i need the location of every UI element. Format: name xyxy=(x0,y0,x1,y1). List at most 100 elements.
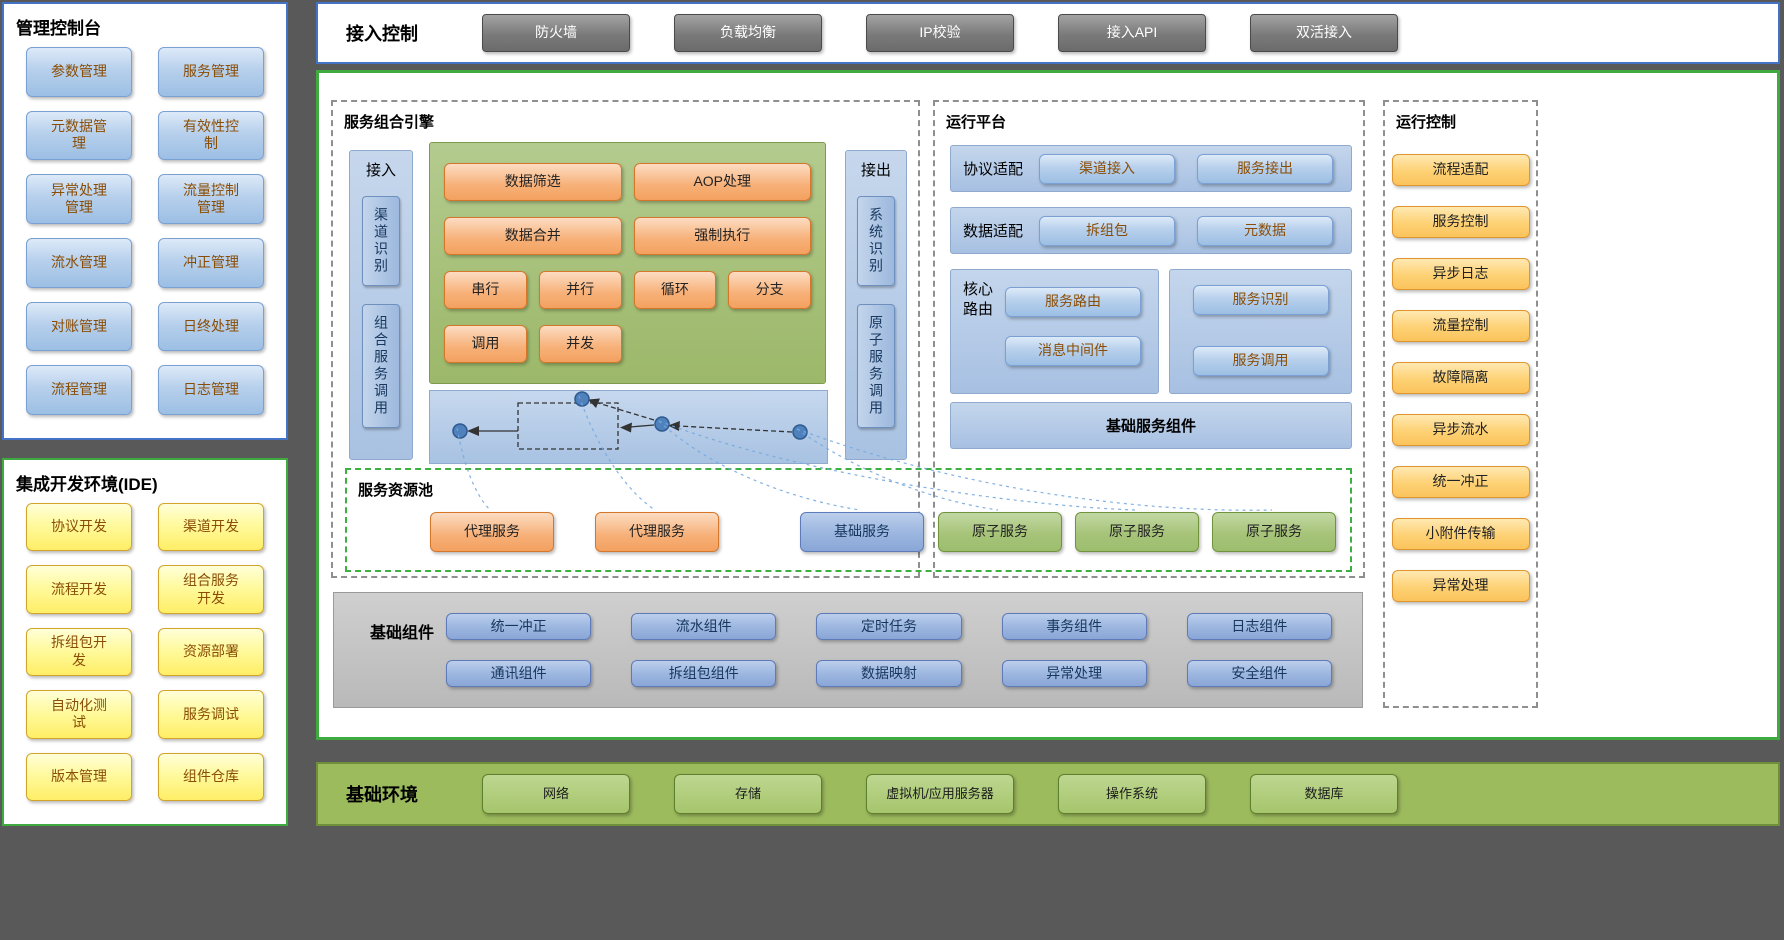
pool-chip: 原子服务 xyxy=(1075,512,1199,552)
access-chip: 负载均衡 xyxy=(674,14,822,52)
operation-chip: 并行 xyxy=(538,271,622,309)
engine-inbound-items: 渠道识别组合服务调用 xyxy=(362,196,400,428)
ide-chip: 拆组包开发 xyxy=(26,627,132,677)
management-console-title: 管理控制台 xyxy=(16,19,101,38)
engine-outbound-bar: 接出 系统识别原子服务调用 xyxy=(845,150,907,460)
ide-chip: 组合服务开发 xyxy=(158,565,264,614)
access-chip: 双活接入 xyxy=(1250,14,1398,52)
console-chip: 异常处理管理 xyxy=(26,174,132,224)
runtime-control-title: 运行控制 xyxy=(1396,114,1457,131)
arrow-left-icon xyxy=(467,426,479,436)
runtime-chip: 异步流水 xyxy=(1391,414,1530,446)
ide-title: 集成开发环境(IDE) xyxy=(16,475,158,494)
ide-chip: 资源部署 xyxy=(158,627,264,677)
basic-components-title: 基础组件 xyxy=(370,625,435,642)
management-console-panel: 管理控制台 参数管理元数据管理异常处理管理流水管理对账管理流程管理服务管理有效性… xyxy=(2,2,288,440)
arrow-left-icon xyxy=(620,422,632,433)
core-routing-box: 核心路由 服务路由消息中间件 xyxy=(950,269,1159,394)
inbound-chip: 组合服务调用 xyxy=(362,304,400,428)
component-chip: 安全组件 xyxy=(1186,660,1332,687)
protocol-adapter-row: 协议适配 渠道接入服务接出 xyxy=(950,145,1352,192)
arrow-left-icon xyxy=(668,421,680,431)
core-chip: 服务路由 xyxy=(1005,287,1141,317)
flow-node-icon xyxy=(654,416,670,432)
component-chip: 定时任务 xyxy=(816,613,962,640)
basic-components-panel: 基础组件 统一冲正流水组件定时任务事务组件日志组件通讯组件拆组包组件数据映射异常… xyxy=(333,592,1363,708)
environment-chip: 操作系统 xyxy=(1058,774,1206,814)
component-chip: 日志组件 xyxy=(1186,613,1332,640)
data-adapter-row: 数据适配 拆组包元数据 xyxy=(950,207,1352,254)
protocol-adapter-items: 渠道接入服务接出 xyxy=(1039,153,1333,184)
console-chip: 流程管理 xyxy=(26,365,132,415)
outbound-chip: 系统识别 xyxy=(857,196,895,286)
operation-chip: 调用 xyxy=(444,325,527,363)
console-chip: 有效性控制 xyxy=(158,110,264,161)
service-resource-pool-title: 服务资源池 xyxy=(358,482,434,499)
pool-chip: 原子服务 xyxy=(1212,512,1336,552)
pool-chip: 基础服务 xyxy=(800,512,924,552)
environment-chip: 网络 xyxy=(482,774,630,814)
runtime-chip: 小附件传输 xyxy=(1391,518,1530,550)
runtime-chip: 服务控制 xyxy=(1391,206,1530,238)
access-chip: IP校验 xyxy=(866,14,1014,52)
side-chip: 服务调用 xyxy=(1192,346,1329,376)
console-chip: 服务管理 xyxy=(158,47,264,97)
console-chip: 流量控制管理 xyxy=(158,174,264,224)
console-chip: 日志管理 xyxy=(158,365,264,415)
console-chip: 对账管理 xyxy=(26,301,132,352)
runtime-control-items: 流程适配服务控制异步日志流量控制故障隔离异步流水统一冲正小附件传输异常处理 xyxy=(1385,154,1536,602)
component-chip: 拆组包组件 xyxy=(631,660,777,687)
ide-chip: 自动化测试 xyxy=(26,690,132,739)
outbound-chip: 原子服务调用 xyxy=(857,304,895,428)
pool-chip: 原子服务 xyxy=(938,512,1062,552)
operation-chip: 循环 xyxy=(633,271,717,309)
operation-chip: 串行 xyxy=(444,271,527,309)
engine-outbound-items: 系统识别原子服务调用 xyxy=(857,196,895,428)
platform-chip: 元数据 xyxy=(1197,215,1333,246)
flow-node-icon xyxy=(792,424,808,440)
access-chip: 接入API xyxy=(1058,14,1206,52)
platform-chip: 渠道接入 xyxy=(1039,153,1175,184)
data-adapter-label: 数据适配 xyxy=(963,223,1024,240)
component-chip: 事务组件 xyxy=(1001,613,1147,640)
component-chip: 数据映射 xyxy=(816,660,962,687)
basic-environment-items: 网络存储虚拟机/应用服务器操作系统数据库 xyxy=(482,774,1398,814)
engine-inbound-bar: 接入 渠道识别组合服务调用 xyxy=(349,150,413,460)
operation-chip: AOP处理 xyxy=(633,163,811,201)
console-chip: 流水管理 xyxy=(26,238,132,288)
ide-chip: 组件仓库 xyxy=(158,752,264,801)
ide-chip: 渠道开发 xyxy=(158,503,264,552)
side-chip: 服务识别 xyxy=(1192,285,1329,315)
access-control-title: 接入控制 xyxy=(346,24,418,44)
operation-chip: 分支 xyxy=(728,271,811,309)
flow-node-icon xyxy=(452,423,468,439)
data-adapter-items: 拆组包元数据 xyxy=(1039,215,1333,246)
management-console-items: 参数管理元数据管理异常处理管理流水管理对账管理流程管理服务管理有效性控制流量控制… xyxy=(4,43,286,431)
service-resource-pool-panel: 服务资源池 代理服务代理服务基础服务原子服务原子服务原子服务 xyxy=(345,468,1352,572)
engine-flow-canvas xyxy=(429,390,828,464)
engine-outbound-title: 接出 xyxy=(860,162,891,179)
ide-chip: 服务调试 xyxy=(158,690,264,739)
core-routing-label: 核心路由 xyxy=(963,281,994,318)
ide-chip: 版本管理 xyxy=(26,752,132,801)
component-chip: 统一冲正 xyxy=(446,613,592,640)
ide-items: 协议开发流程开发拆组包开发自动化测试版本管理渠道开发组合服务开发资源部署服务调试… xyxy=(4,499,286,817)
core-routing-items: 服务路由消息中间件 xyxy=(1005,270,1141,393)
platform-chip: 拆组包 xyxy=(1039,215,1175,246)
flow-node-icon xyxy=(574,391,590,407)
operation-chip: 并发 xyxy=(538,325,622,363)
base-service-components-bar: 基础服务组件 xyxy=(950,402,1352,449)
component-chip: 异常处理 xyxy=(1001,660,1147,687)
pool-chip: 代理服务 xyxy=(595,512,719,552)
engine-title: 服务组合引擎 xyxy=(344,114,435,131)
basic-environment-title: 基础环境 xyxy=(346,785,418,805)
basic-environment-panel: 基础环境 网络存储虚拟机/应用服务器操作系统数据库 xyxy=(316,762,1780,826)
operation-chip: 强制执行 xyxy=(633,217,811,255)
basic-components-items: 统一冲正流水组件定时任务事务组件日志组件通讯组件拆组包组件数据映射异常处理安全组… xyxy=(446,593,1362,707)
